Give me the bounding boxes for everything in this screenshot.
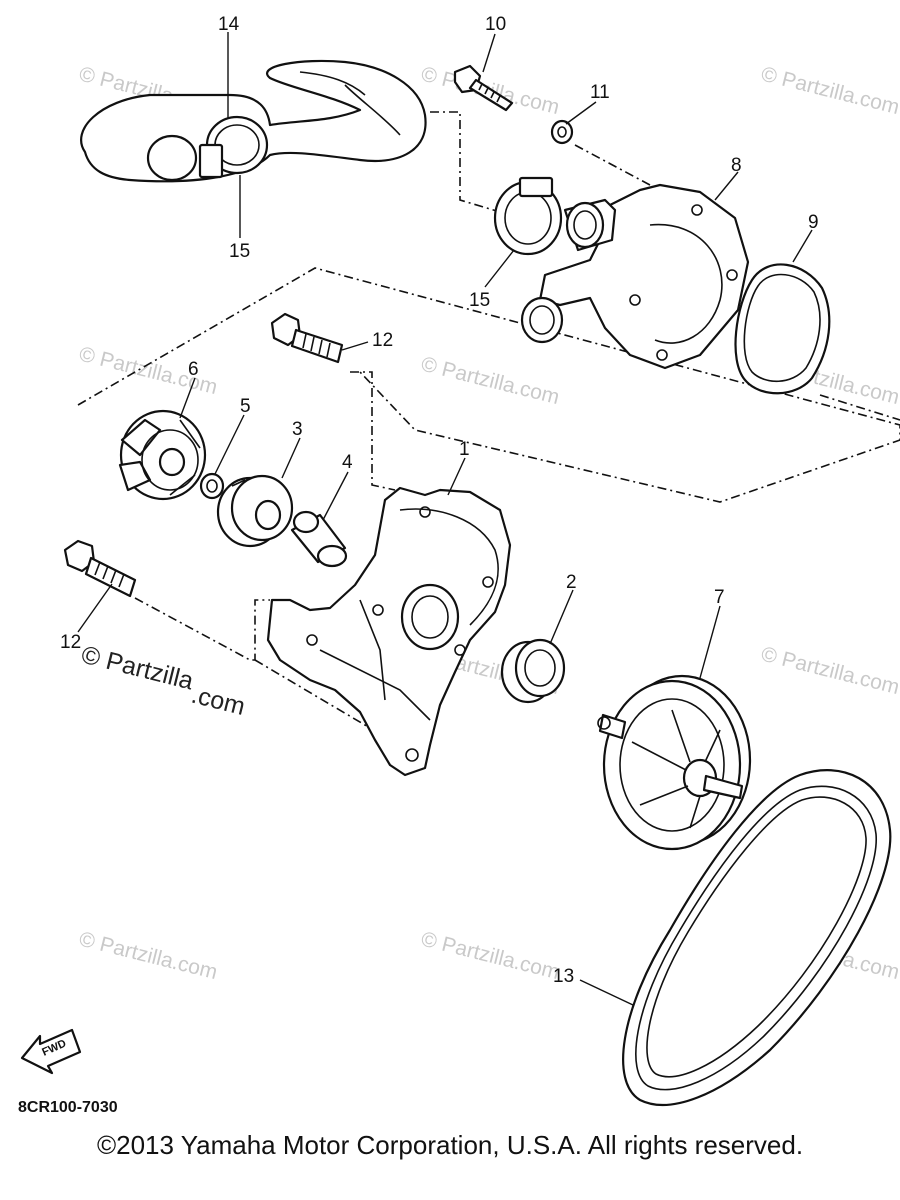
washer-part-11 bbox=[550, 119, 574, 145]
leader-lines bbox=[77, 32, 813, 1006]
callout-3: 3 bbox=[292, 419, 303, 440]
callout-12-lower: 12 bbox=[60, 632, 81, 653]
pulley-part-7 bbox=[597, 674, 752, 851]
drive-belt-part-13 bbox=[622, 769, 892, 1107]
callout-14: 14 bbox=[218, 14, 240, 35]
watermark: © Partzilla.com bbox=[419, 353, 562, 410]
watermark: © Partzilla.com bbox=[419, 928, 562, 985]
callout-10: 10 bbox=[485, 14, 506, 35]
callout-15-lower: 15 bbox=[469, 290, 490, 311]
callout-11: 11 bbox=[590, 82, 610, 103]
watermark: © Partzilla.com bbox=[77, 928, 220, 985]
forward-arrow-icon: FWD bbox=[20, 1028, 82, 1075]
callout-6: 6 bbox=[188, 359, 199, 380]
callout-7: 7 bbox=[714, 587, 725, 608]
sleeve-part-4 bbox=[290, 510, 348, 568]
bolt-part-10 bbox=[453, 64, 514, 112]
callout-1: 1 bbox=[459, 439, 470, 460]
impeller-part-6 bbox=[118, 409, 207, 501]
prominent-watermark: © Partzilla .com bbox=[79, 641, 248, 721]
watermark: © Partzilla.com bbox=[759, 643, 900, 700]
assembly-lines bbox=[77, 111, 900, 729]
hose-clamp-part-15-upper bbox=[198, 115, 269, 179]
pump-cover-part-8 bbox=[520, 183, 750, 370]
hose-clamp-part-15-lower bbox=[493, 176, 563, 256]
callout-15-upper: 15 bbox=[229, 241, 250, 262]
callout-9: 9 bbox=[808, 212, 819, 233]
seal-part-3 bbox=[216, 474, 294, 548]
watermark: © Partzilla.com bbox=[759, 63, 900, 120]
watermark-prominent-line1: © Partzilla bbox=[79, 641, 197, 696]
bolt-part-12-lower bbox=[63, 539, 137, 598]
copyright-notice: ©2013 Yamaha Motor Corporation, U.S.A. A… bbox=[96, 1130, 804, 1160]
callout-5: 5 bbox=[240, 396, 251, 417]
watermark-prominent-line2: .com bbox=[189, 681, 248, 721]
diagram-code: 8CR100-7030 bbox=[18, 1099, 118, 1116]
callout-4: 4 bbox=[342, 452, 353, 473]
callout-12-upper: 12 bbox=[372, 330, 393, 351]
callout-13: 13 bbox=[553, 966, 574, 987]
washer-part-5 bbox=[199, 472, 225, 500]
o-ring-part-9 bbox=[734, 263, 831, 395]
callout-labels: 14 15 10 11 8 9 15 12 6 5 3 4 1 2 7 12 1… bbox=[60, 14, 819, 987]
bolt-part-12-upper bbox=[270, 312, 344, 364]
callout-2: 2 bbox=[566, 572, 577, 593]
callout-8: 8 bbox=[731, 155, 742, 176]
pump-housing-part-1 bbox=[266, 486, 512, 777]
bearing-part-2 bbox=[500, 638, 566, 704]
